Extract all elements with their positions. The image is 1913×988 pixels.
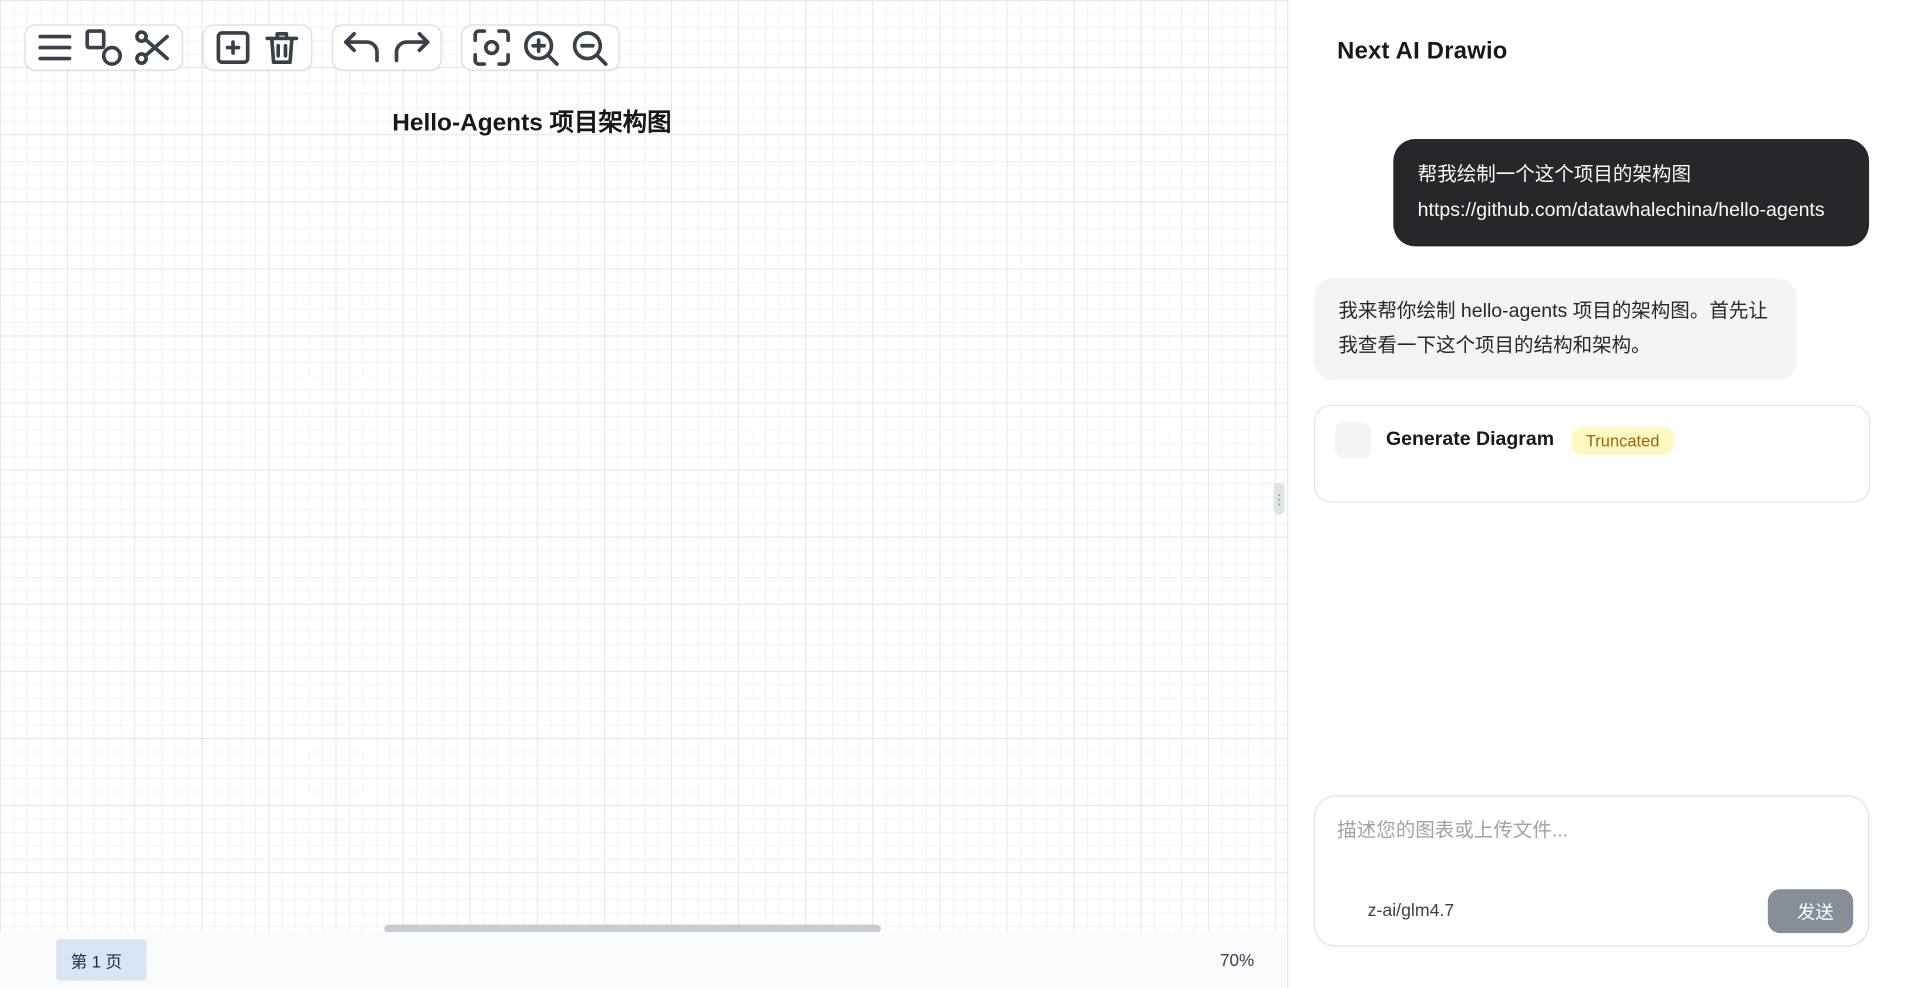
chat-input-container: z-ai/glm4.7 发送 <box>1313 795 1870 947</box>
chat-input[interactable] <box>1337 813 1846 868</box>
horizontal-scrollbar[interactable] <box>384 924 881 934</box>
send-label: 发送 <box>1797 902 1834 923</box>
chat-panel: Next AI Drawio 帮我绘制一个这个项目的架构图 https://gi… <box>1287 0 1913 988</box>
truncated-badge: Truncated <box>1571 426 1675 455</box>
shapes-button[interactable] <box>82 29 126 66</box>
message-list: 帮我绘制一个这个项目的架构图 https://github.com/datawh… <box>1313 102 1871 795</box>
zoom-fit-button[interactable] <box>470 29 514 66</box>
send-button[interactable]: 发送 <box>1767 889 1854 934</box>
canvas-footer: 第 1 页 70% <box>0 931 1288 988</box>
canvas-toolbar <box>24 24 620 71</box>
toolbar-group <box>24 24 184 71</box>
toolbar-group <box>331 24 442 71</box>
app-title: Next AI Drawio <box>1337 37 1508 65</box>
tool-title: Generate Diagram <box>1385 429 1555 451</box>
assistant-message: 我来帮你绘制 hello-agents 项目的架构图。首先让我查看一下这个项目的… <box>1313 278 1798 381</box>
toolbar-group <box>202 24 313 71</box>
code-block <box>1315 474 1869 501</box>
diagram-canvas[interactable]: Hello-Agents 项目架构图 第 1 页 70% <box>0 0 1288 988</box>
redo-button[interactable] <box>389 30 433 64</box>
user-message-row: 帮我绘制一个这个项目的架构图 https://github.com/datawh… <box>1314 139 1870 247</box>
page-tab[interactable]: 第 1 页 <box>56 939 147 981</box>
tool-icon-box <box>1334 422 1372 459</box>
model-name: z-ai/glm4.7 <box>1367 901 1455 921</box>
diagram-title: Hello-Agents 项目架构图 <box>392 109 672 137</box>
add-frame-button[interactable] <box>211 30 255 65</box>
zoom-control[interactable]: 70% <box>1220 950 1260 970</box>
scissors-button[interactable] <box>131 30 175 65</box>
toolbar-group <box>461 24 620 71</box>
page-tab-label: 第 1 页 <box>70 952 123 971</box>
menu-button[interactable] <box>33 30 77 64</box>
zoom-out-button[interactable] <box>567 30 611 66</box>
tool-card-header[interactable]: Generate Diagram Truncated <box>1315 406 1869 474</box>
edges-layer <box>0 0 1287 988</box>
panel-header: Next AI Drawio <box>1288 0 1913 102</box>
model-selector[interactable]: z-ai/glm4.7 <box>1359 901 1463 921</box>
tool-call-card: Generate Diagram Truncated <box>1313 404 1871 503</box>
undo-button[interactable] <box>340 30 384 64</box>
zoom-in-button[interactable] <box>519 30 563 66</box>
panel-resize-handle[interactable]: ⋮ <box>1272 483 1286 515</box>
zoom-value: 70% <box>1219 950 1255 970</box>
trash-button[interactable] <box>260 30 304 65</box>
user-message: 帮我绘制一个这个项目的架构图 https://github.com/datawh… <box>1393 139 1870 247</box>
input-actions: z-ai/glm4.7 发送 <box>1337 889 1854 934</box>
